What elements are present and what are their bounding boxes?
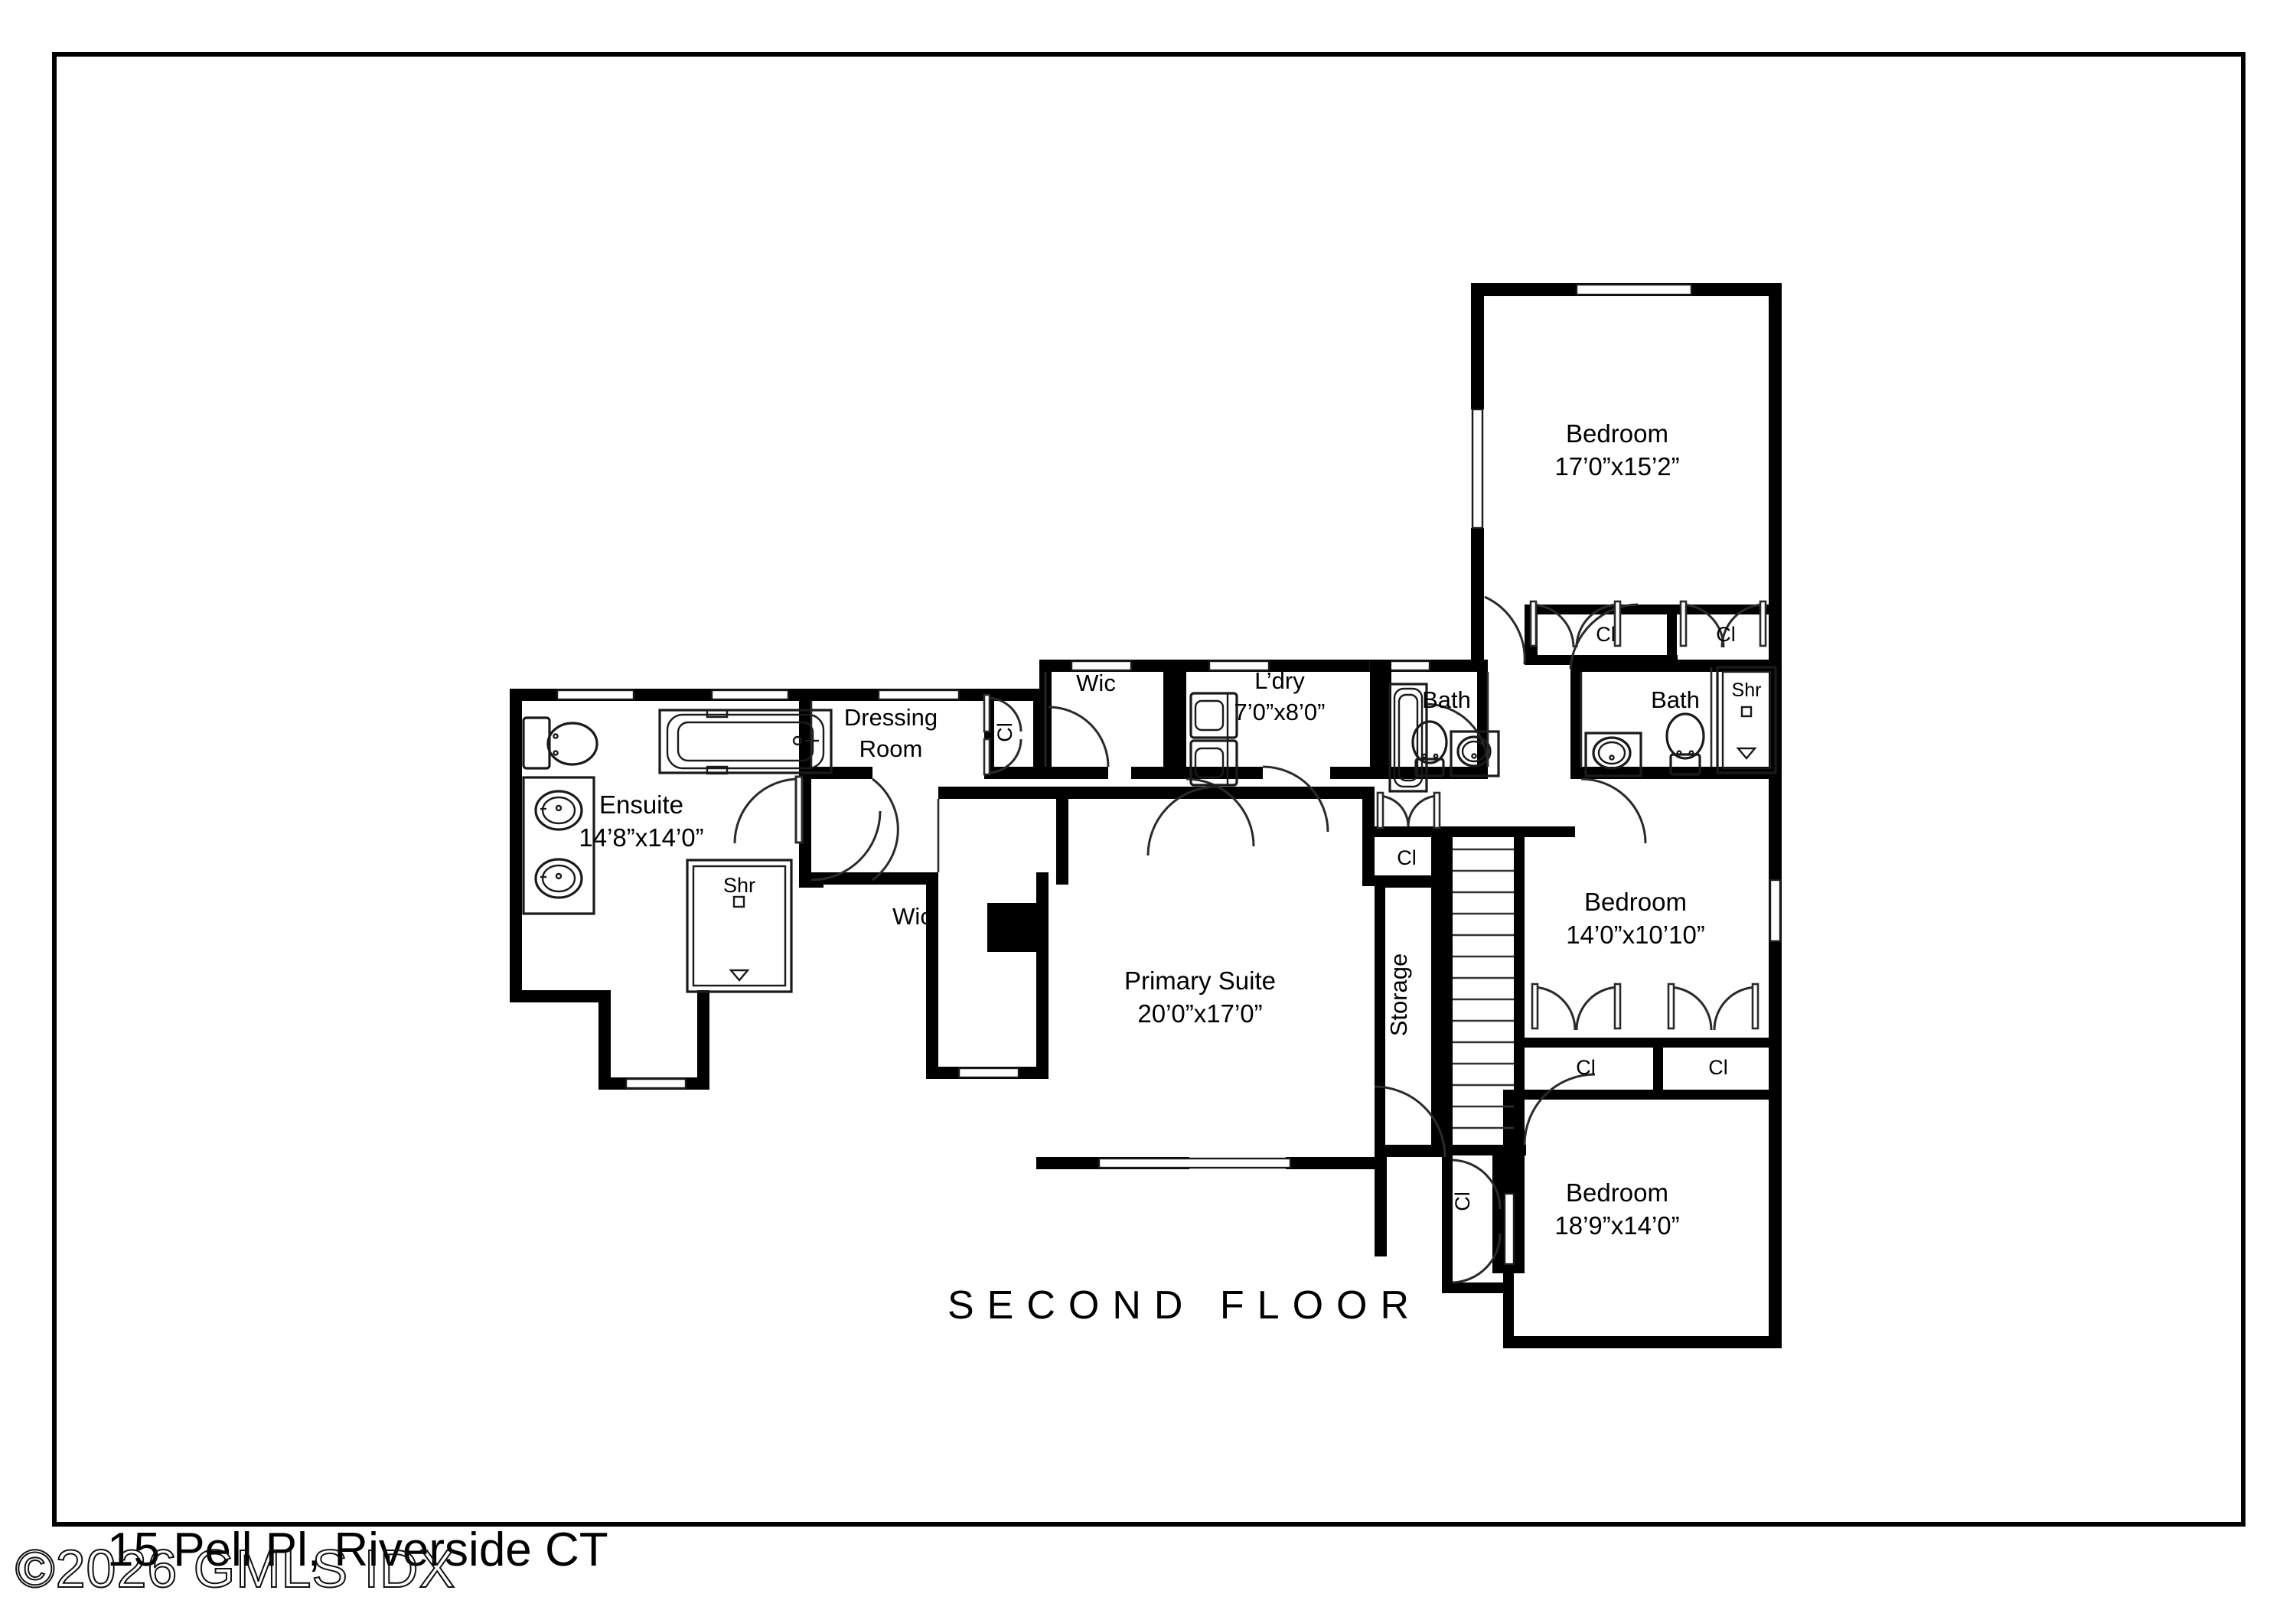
room-dims-laundry: 7’0”x8’0” (1234, 699, 1326, 725)
room-label-primary-suite: Primary Suite (1124, 966, 1276, 995)
toilet-right (1665, 712, 1705, 776)
closet-label-top-right-2: Cl (1716, 623, 1736, 646)
bathtub-center (1388, 683, 1428, 793)
property-address-title: 15 Pell Pl, Riverside CT (107, 1524, 608, 1576)
shower-label-ensuite: Shr (723, 874, 755, 897)
room-label-bath-right: Bath (1651, 686, 1700, 713)
double-vanity-ensuite (522, 776, 595, 915)
closet-label-stairs-top: Cl (1397, 846, 1417, 869)
room-label-bedroom-top-right: Bedroom (1566, 419, 1668, 448)
bathtub-ensuite (658, 709, 833, 775)
copyright-watermark: ©2026 GMLS IDX (15, 1538, 456, 1599)
room-dims-bedroom-top-right: 17’0”x15’2” (1554, 452, 1679, 481)
closet-label-mid-right-1: Cl (1576, 1056, 1596, 1079)
closet-label-stairs-bottom: Cl (1451, 1191, 1474, 1211)
wall-layer (510, 283, 1782, 1348)
closet-label-dressing: Cl (993, 722, 1016, 742)
room-label-bath-center: Bath (1422, 686, 1471, 713)
shower-ensuite (686, 859, 793, 993)
room-label-dressing-room-line2: Room (859, 735, 923, 762)
staircase (1453, 848, 1514, 1129)
room-label-laundry: L’dry (1254, 667, 1305, 694)
closet-label-mid-right-2: Cl (1708, 1056, 1728, 1079)
shower-right (1716, 666, 1777, 774)
toilet-ensuite (522, 716, 598, 770)
label-layer: Bedroom 17’0”x15’2” Bedroom 14’0”x10’10”… (579, 419, 1761, 1240)
room-dims-bedroom-middle-right: 14’0”x10’10” (1566, 921, 1705, 949)
room-label-dressing-room-line1: Dressing (844, 704, 938, 731)
floor-level-label: SECOND FLOOR (947, 1283, 1423, 1328)
room-label-ensuite: Ensuite (599, 790, 683, 819)
room-label-bedroom-bottom-right: Bedroom (1566, 1178, 1668, 1207)
room-dims-ensuite: 14’8”x14’0” (579, 823, 703, 852)
sink-right (1584, 732, 1642, 777)
room-label-bedroom-middle-right: Bedroom (1584, 888, 1687, 916)
room-label-wic-upper: Wic (1076, 670, 1116, 696)
toilet-center (1411, 720, 1448, 777)
sink-center (1450, 730, 1500, 777)
fixture-layer (522, 666, 1777, 1129)
room-label-storage: Storage (1385, 953, 1412, 1037)
room-dims-bedroom-bottom-right: 18’9”x14’0” (1554, 1211, 1679, 1240)
room-dims-primary-suite: 20’0”x17’0” (1137, 999, 1262, 1028)
washer-dryer (1189, 692, 1238, 787)
door-layer (733, 595, 1767, 1284)
room-label-wic-lower: Wic (892, 903, 932, 930)
shower-label-bath-right: Shr (1732, 680, 1762, 701)
closet-label-top-right-1: Cl (1596, 623, 1616, 646)
